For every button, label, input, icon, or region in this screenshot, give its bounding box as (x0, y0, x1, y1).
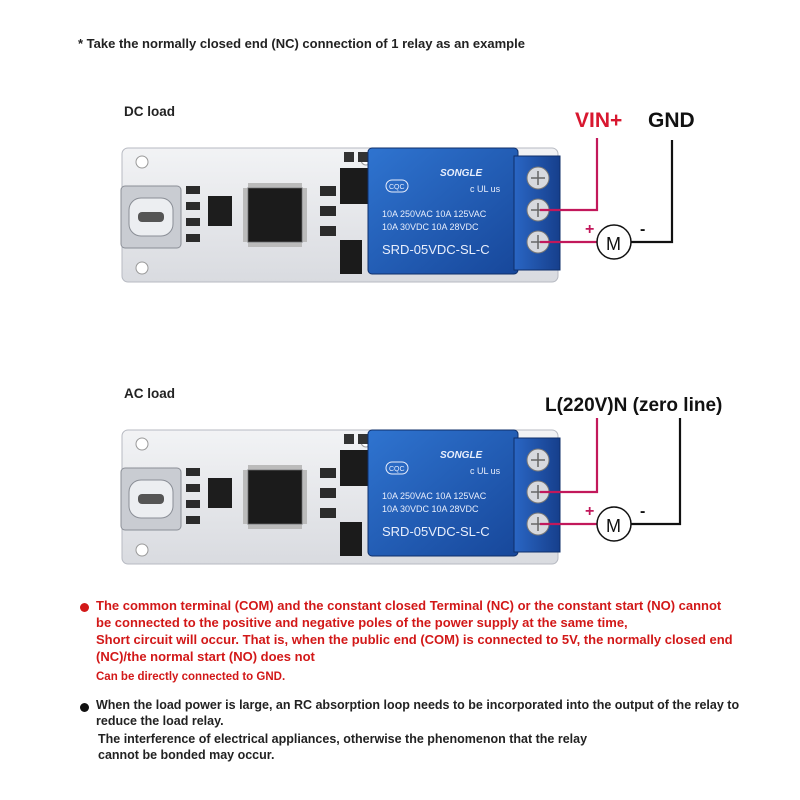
svg-text:10A 250VAC 10A 125VAC: 10A 250VAC 10A 125VAC (382, 491, 487, 501)
dc-load-label: DC load (124, 104, 176, 119)
ac-line-label: L(220V)N (zero line) (545, 395, 723, 416)
warning-text-3: Can be directly connected to GND. (96, 671, 286, 683)
dc-plus: + (585, 221, 594, 238)
info-bullet-icon (80, 703, 89, 712)
dc-wires: M + - (540, 138, 674, 260)
relay-rating-2: 10A 30VDC 10A 28VDC (382, 222, 479, 232)
ac-minus: - (640, 503, 645, 520)
dc-relay-board: SONGLE CQC c UL us 10A 250VAC 10A 125VAC… (120, 147, 561, 283)
ac-motor-label: M (606, 516, 621, 536)
relay-brand: SONGLE (440, 168, 483, 179)
warning-bullet-icon (80, 603, 89, 612)
ac-motor (596, 506, 632, 542)
svg-text:SRD-05VDC-SL-C: SRD-05VDC-SL-C (382, 524, 490, 539)
warning-text-1: The common terminal (COM) and the consta… (96, 598, 722, 630)
top-note: * Take the normally closed end (NC) conn… (78, 36, 525, 51)
ac-relay-board: SONGLE CQC c UL us 10A 250VAC 10A 125VAC… (120, 429, 561, 565)
relay-model: SRD-05VDC-SL-C (382, 242, 490, 257)
transistor (340, 168, 368, 204)
ac-line-wire (540, 418, 599, 494)
relay-rating-1: 10A 250VAC 10A 125VAC (382, 209, 487, 219)
ac-load-label: AC load (124, 386, 176, 401)
ac-neutral-wire (631, 418, 682, 526)
info-text-1: When the load power is large, an RC abso… (96, 698, 740, 728)
relay-cqc: CQC (389, 184, 405, 191)
dc-gnd-wire (631, 140, 674, 244)
svg-text:10A 30VDC 10A 28VDC: 10A 30VDC 10A 28VDC (382, 504, 479, 514)
diode (340, 240, 362, 274)
svg-text:CQC: CQC (389, 466, 405, 473)
dc-motor-label: M (606, 234, 621, 254)
warning-text-2: Short circuit will occur. That is, when … (96, 632, 733, 664)
info-text-2: The interference of electrical appliance… (98, 732, 588, 762)
vin-label: VIN+ (575, 109, 623, 132)
regulator-chip (208, 196, 232, 226)
ac-plus: + (585, 503, 594, 520)
relay-ul: c UL us (470, 184, 501, 194)
mcu-chip (247, 187, 303, 243)
gnd-label: GND (648, 109, 695, 132)
svg-text:c UL us: c UL us (470, 466, 501, 476)
dc-motor (596, 224, 632, 260)
dc-minus: - (640, 221, 645, 238)
ac-wires: M + - (540, 418, 682, 542)
dc-vin-wire (540, 138, 599, 212)
svg-text:SONGLE: SONGLE (440, 450, 483, 461)
